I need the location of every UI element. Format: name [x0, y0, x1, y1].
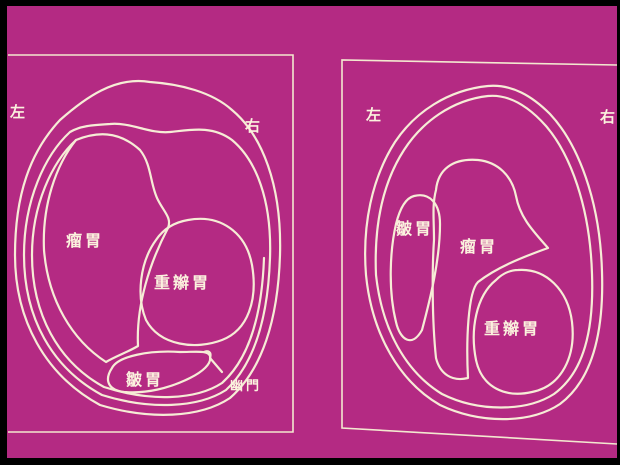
left-abomasum-label: 皺胃	[125, 370, 164, 389]
right-rumen-label: 瘤胃	[460, 237, 498, 256]
left-omasum-label: 重辮胃	[154, 273, 211, 292]
right-abomasum-label: 皺胃	[395, 219, 434, 238]
left-label-right: 右	[245, 117, 260, 135]
left-rumen-label: 瘤胃	[66, 231, 104, 250]
right-omasum-label: 重辮胃	[484, 319, 541, 338]
left-pylorus-label: 幽門	[230, 379, 262, 394]
right-label-right: 右	[600, 108, 615, 126]
left-label-left: 左	[9, 103, 25, 121]
right-label-left: 左	[365, 106, 381, 124]
